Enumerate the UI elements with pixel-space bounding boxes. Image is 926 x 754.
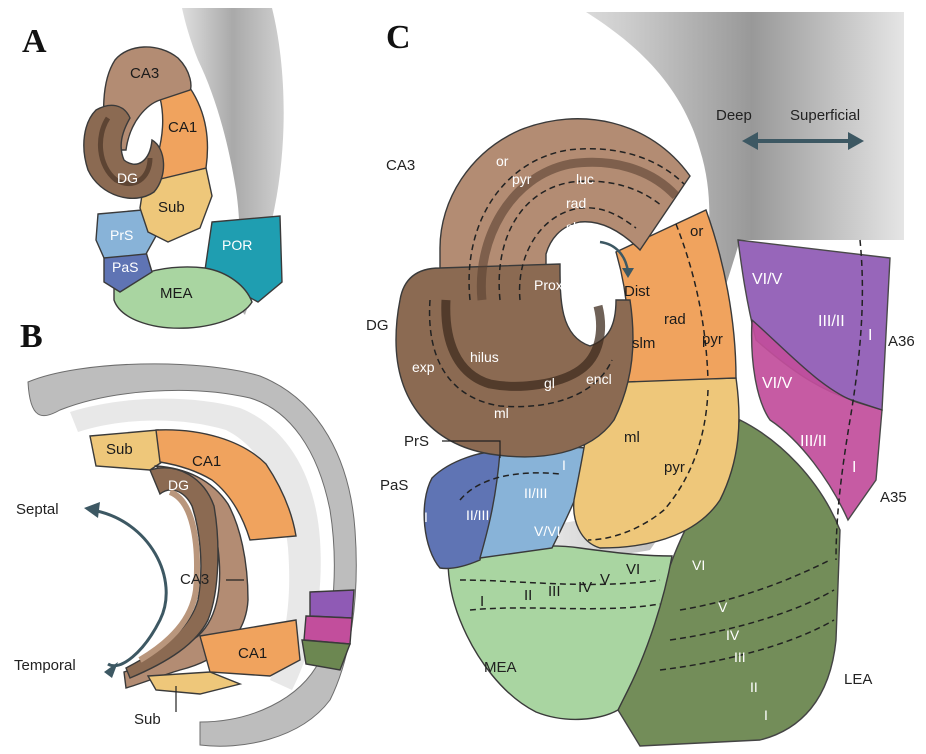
- label-c-a36: A36: [888, 333, 915, 350]
- ca1-layer-pyr: pyr: [702, 331, 723, 348]
- panel-c-letter: C: [386, 19, 411, 56]
- label-b-ca1-top: CA1: [192, 453, 221, 470]
- a35-layer-i: I: [852, 459, 856, 476]
- panel-c: C Deep Superficial CA3 DG PrS PaS MEA LE…: [366, 12, 915, 746]
- region-b-a36: [310, 590, 354, 618]
- dg-layer-gl: gl: [544, 375, 555, 391]
- label-deep: Deep: [716, 107, 752, 124]
- ca3-layer-or: or: [496, 153, 509, 169]
- dg-layer-ml: ml: [494, 405, 509, 421]
- label-c-mea: MEA: [484, 659, 517, 676]
- label-b-sub-top: Sub: [106, 441, 133, 458]
- mea-layer-v: V: [600, 571, 610, 588]
- ca1-layer-or: or: [690, 223, 703, 240]
- septal-arrowhead: [84, 502, 100, 518]
- lea-layer-vi: VI: [692, 557, 705, 573]
- prs-layer-v-vi: V/VI: [534, 523, 560, 539]
- label-c-lea: LEA: [844, 671, 872, 688]
- label-c-prs: PrS: [404, 433, 429, 450]
- prs-layer-ii-iii: II/III: [524, 485, 547, 501]
- dg-layer-hilus: hilus: [470, 349, 499, 365]
- ca3-layer-prox: Prox: [534, 277, 563, 293]
- panel-b: B Sub CA1 DG CA3 CA1 Sub Septal Temporal: [14, 318, 356, 746]
- prs-layer-i: I: [562, 457, 566, 473]
- dg-layer-exp: exp: [412, 359, 435, 375]
- label-a-prs: PrS: [110, 227, 133, 243]
- a36-layer-i: I: [868, 327, 872, 344]
- label-b-ca1-bottom: CA1: [238, 645, 267, 662]
- label-b-ca3: CA3: [180, 571, 209, 588]
- ca3-layer-luc: luc: [576, 171, 594, 187]
- a36-layer-iii-ii: III/II: [818, 313, 845, 330]
- a35-layer-vi-v: VI/V: [762, 375, 793, 392]
- panel-b-letter: B: [20, 318, 43, 355]
- label-b-sub-bottom: Sub: [134, 711, 161, 728]
- pas-layer-ii-iii: II/III: [466, 507, 489, 523]
- label-a-ca3: CA3: [130, 65, 159, 82]
- label-superficial: Superficial: [790, 107, 860, 124]
- dg-layer-encl: encl: [586, 371, 612, 387]
- septal-temporal-arrow: [92, 510, 166, 666]
- label-a-pas: PaS: [112, 259, 138, 275]
- label-b-dg: DG: [168, 477, 189, 493]
- mea-layer-i: I: [480, 593, 484, 610]
- lea-layer-iv: IV: [726, 627, 740, 643]
- sub-layer-ml: ml: [624, 429, 640, 446]
- ca3-layer-slm: slm: [566, 219, 588, 235]
- label-septal: Septal: [16, 501, 59, 518]
- lea-layer-ii: II: [750, 679, 758, 695]
- label-a-mea: MEA: [160, 285, 193, 302]
- ca1-layer-rad: rad: [664, 311, 686, 328]
- prox-arrowhead: [560, 262, 572, 272]
- label-a-ca1: CA1: [168, 119, 197, 136]
- mea-layer-iii: III: [548, 583, 561, 600]
- mea-layer-iv: IV: [578, 579, 592, 596]
- mea-layer-vi: VI: [626, 561, 640, 578]
- sub-layer-pyr: pyr: [664, 459, 685, 476]
- region-b-a35: [304, 616, 352, 644]
- label-c-pas: PaS: [380, 477, 408, 494]
- ca1-layer-dist: Dist: [624, 283, 651, 300]
- mea-layer-ii: II: [524, 587, 532, 604]
- label-c-a35: A35: [880, 489, 907, 506]
- region-b-sub-bottom: [148, 672, 240, 694]
- a35-layer-iii-ii: III/II: [800, 433, 827, 450]
- label-a-sub: Sub: [158, 199, 185, 216]
- label-c-dg: DG: [366, 317, 389, 334]
- ca3-layer-pyr: pyr: [512, 171, 532, 187]
- a36-layer-vi-v: VI/V: [752, 271, 783, 288]
- ca1-layer-slm: slm: [632, 335, 655, 352]
- pas-layer-i: I: [424, 509, 428, 525]
- lea-layer-i: I: [764, 707, 768, 723]
- label-a-por: POR: [222, 237, 252, 253]
- label-c-ca3: CA3: [386, 157, 415, 174]
- lea-layer-v: V: [718, 599, 728, 615]
- panel-a-letter: A: [22, 23, 47, 60]
- ca3-layer-rad: rad: [566, 195, 586, 211]
- label-temporal: Temporal: [14, 657, 76, 674]
- label-a-dg: DG: [117, 170, 138, 186]
- panel-a: A CA3 CA1 DG Sub PrS PaS POR MEA: [22, 8, 284, 328]
- lea-layer-iii: III: [734, 649, 746, 665]
